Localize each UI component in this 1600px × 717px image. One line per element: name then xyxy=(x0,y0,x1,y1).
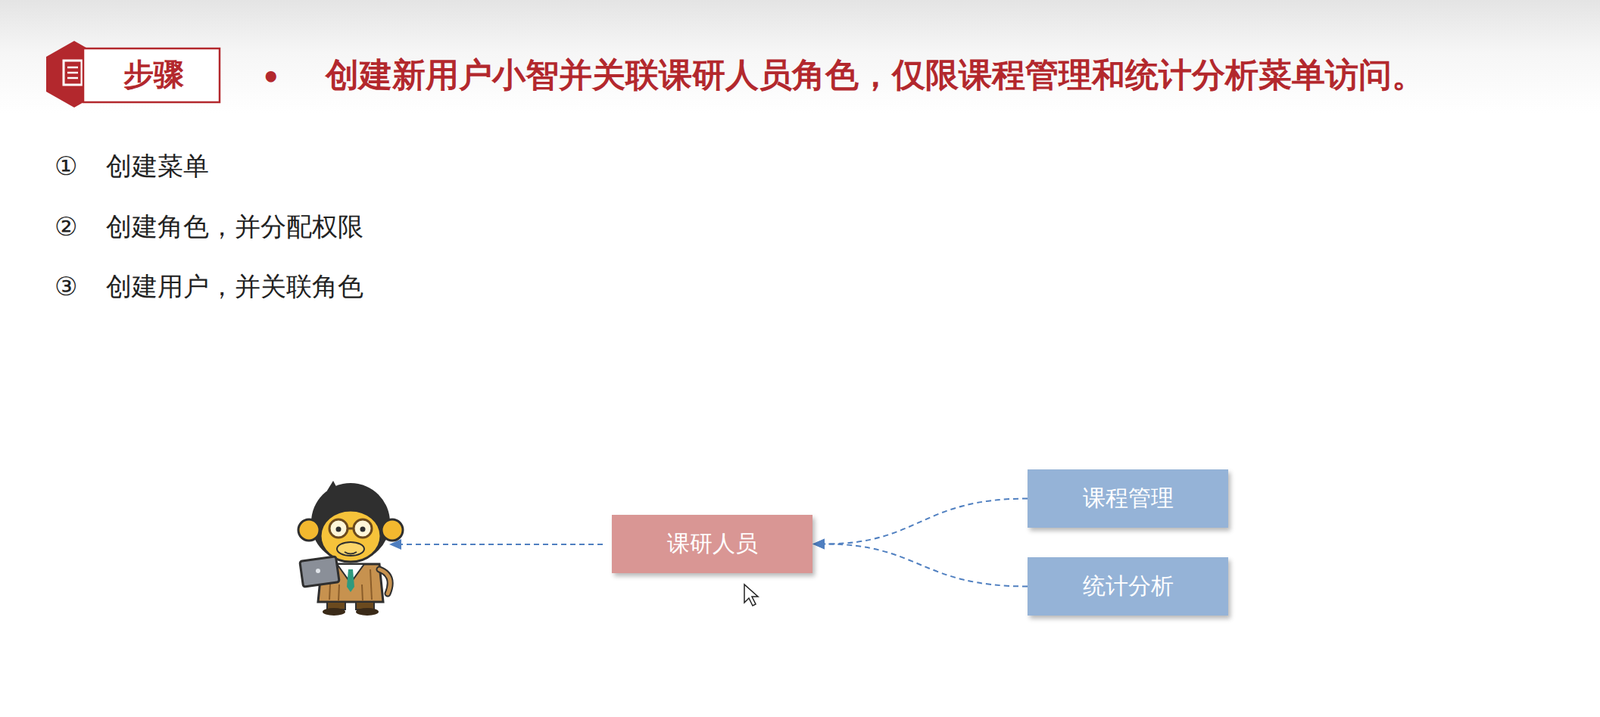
step-number: ① xyxy=(54,149,78,183)
step-number: ③ xyxy=(54,269,78,303)
document-line xyxy=(67,77,78,80)
box-label: 课研人员 xyxy=(667,528,758,560)
box-label: 课程管理 xyxy=(1082,483,1174,515)
monkey-figure xyxy=(298,480,403,616)
arrow-head xyxy=(812,539,825,550)
step-tag: 步骤 xyxy=(123,54,185,94)
document-symbol xyxy=(63,60,82,85)
connector-path xyxy=(824,544,1028,587)
role-box: 课研人员 xyxy=(611,514,813,574)
leader-line xyxy=(399,543,603,546)
document-line xyxy=(67,71,78,75)
menu-box: 统计分析 xyxy=(1027,557,1229,616)
step-tag-box xyxy=(83,48,220,103)
menu-box: 课程管理 xyxy=(1027,469,1229,528)
step-text: 创建用户，并关联角色 xyxy=(106,269,364,303)
dashed-connector xyxy=(812,539,1028,587)
slide-title: 创建新用户小智并关联课研人员角色，仅限课程管理和统计分析菜单访问。 xyxy=(325,53,1426,97)
step-number: ② xyxy=(54,209,78,244)
mouse-cursor xyxy=(744,584,758,606)
document-line xyxy=(67,66,78,69)
arrow-head xyxy=(812,539,825,550)
step-text: 创建角色，并分配权限 xyxy=(106,209,364,244)
box-label: 统计分析 xyxy=(1082,570,1174,602)
dashed-connector xyxy=(812,499,1028,550)
bullet: • xyxy=(261,57,281,97)
connector-path xyxy=(824,499,1028,545)
step-text: 创建菜单 xyxy=(106,149,209,183)
